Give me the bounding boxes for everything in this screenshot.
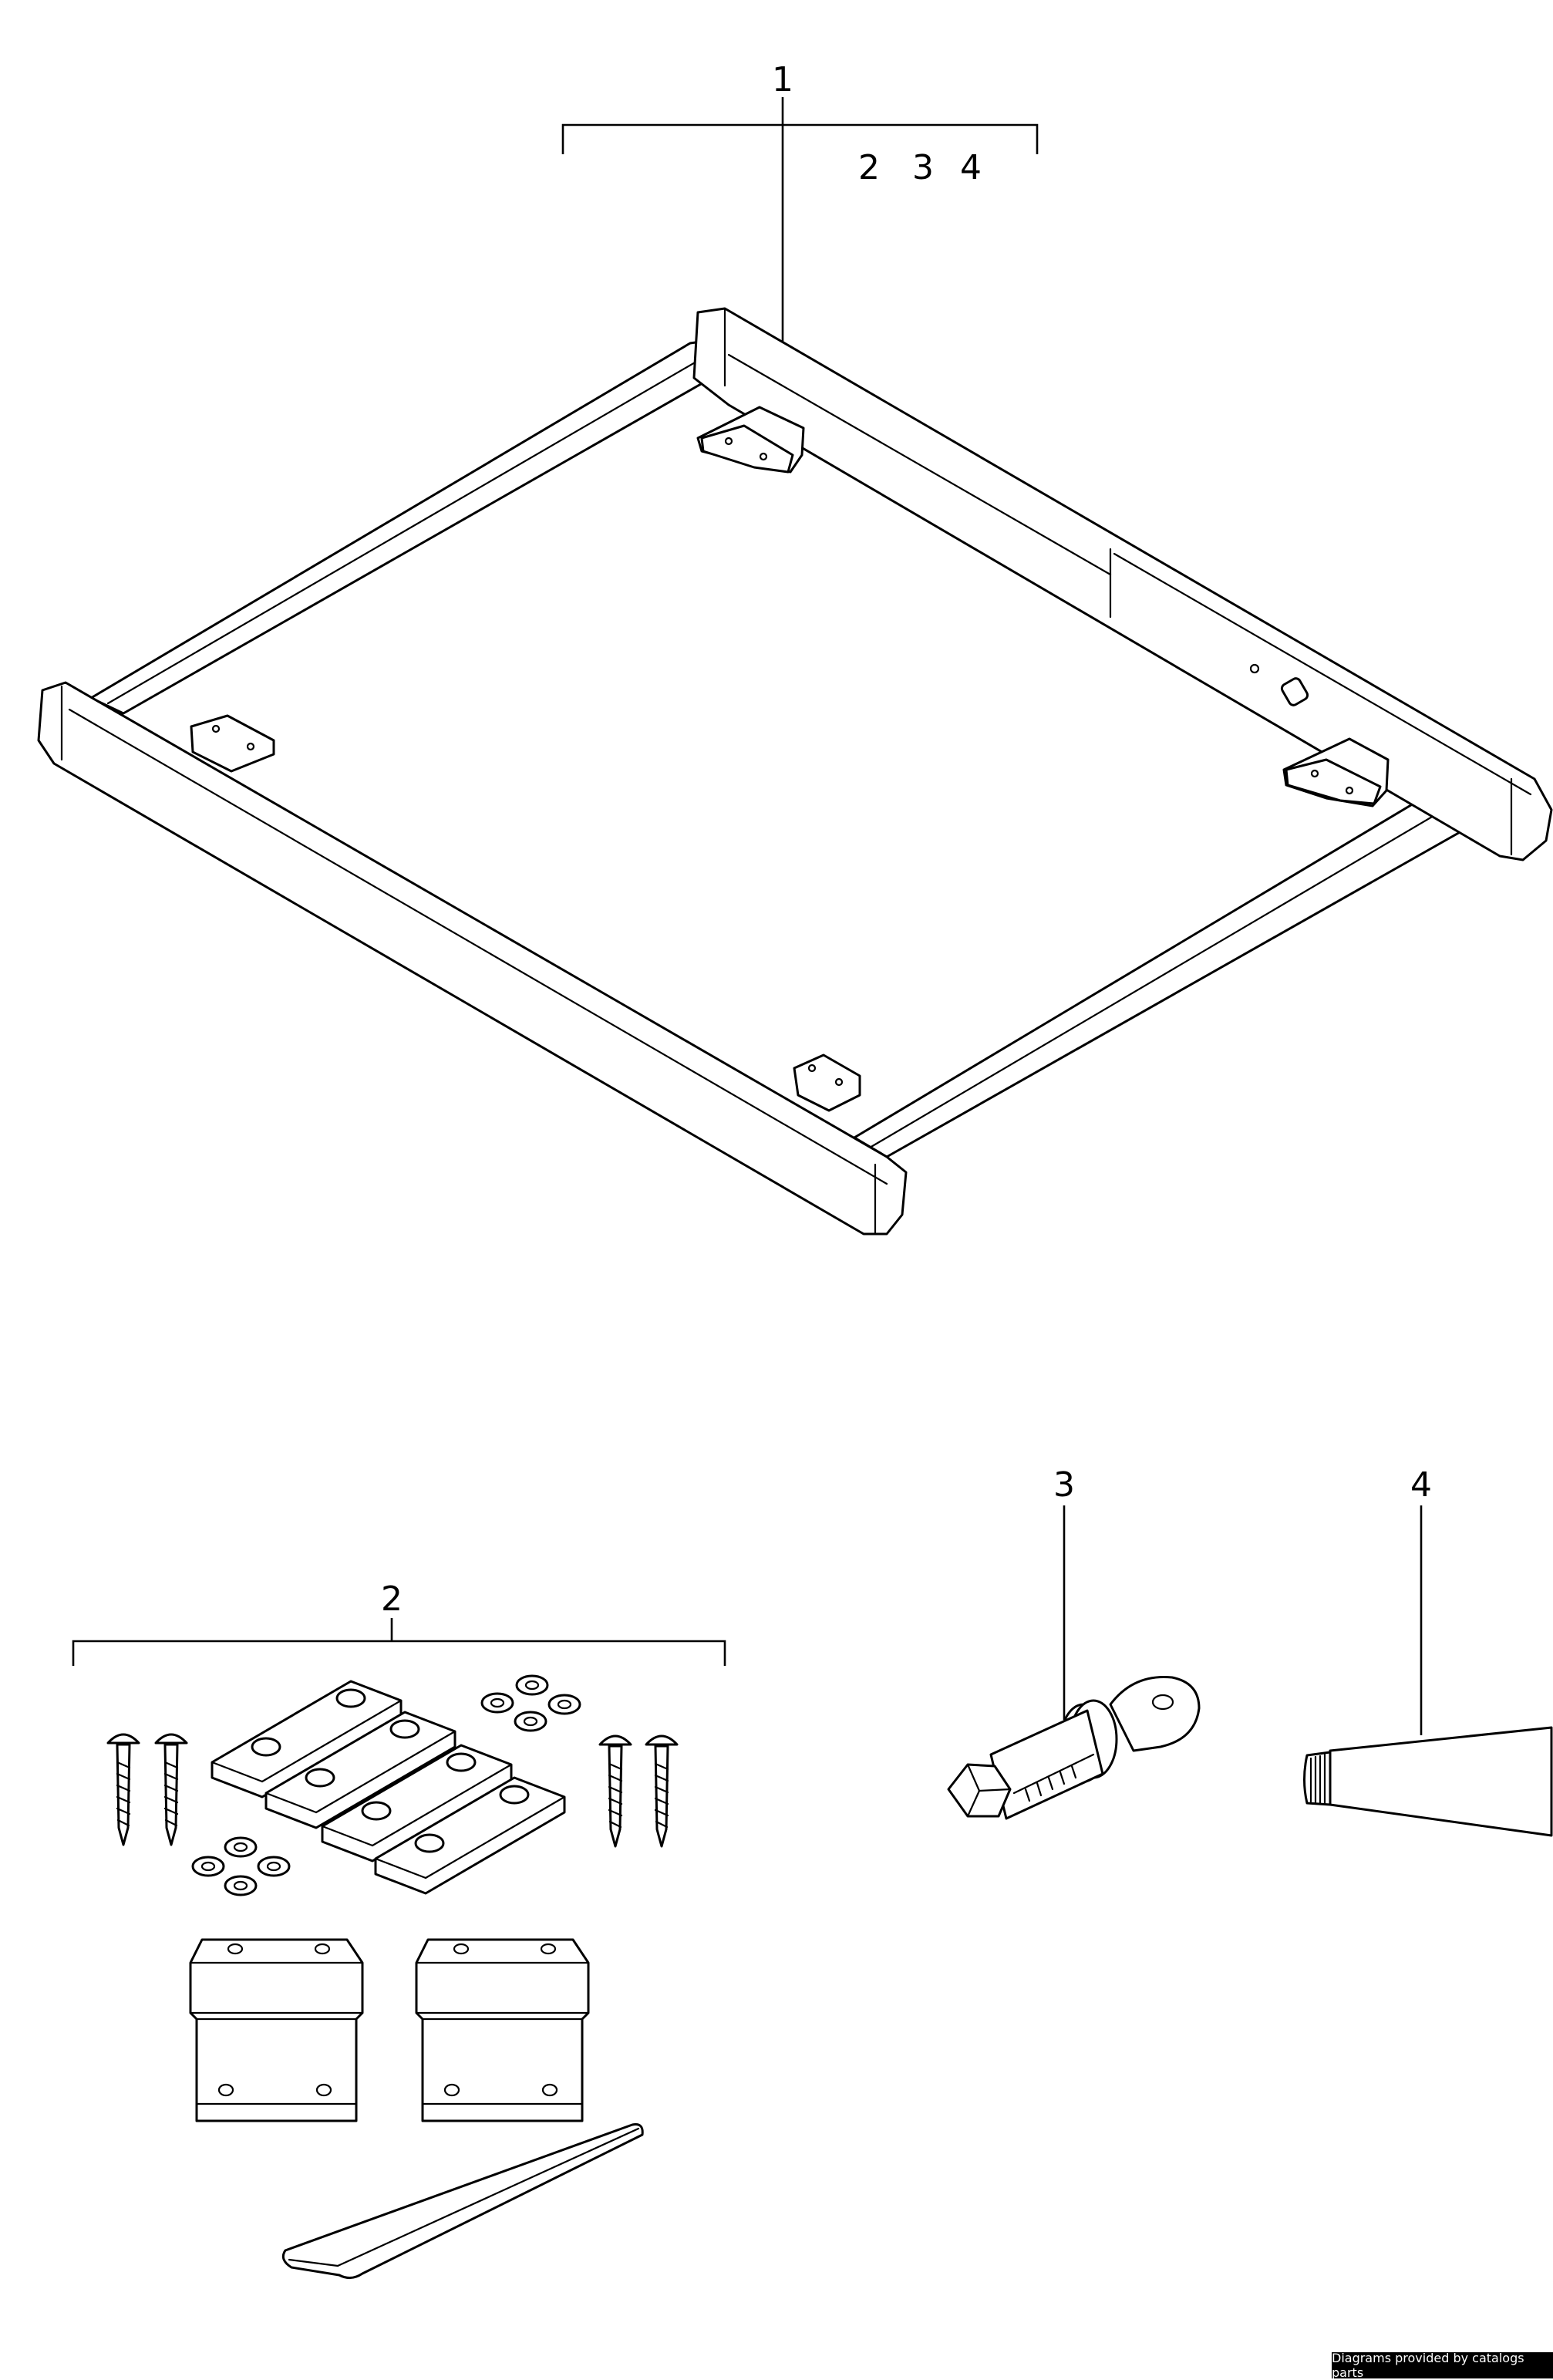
callout-1-sub-4: 4 <box>960 148 982 187</box>
callout-4: 4 <box>1410 1465 1432 1505</box>
screw-icon <box>645 1734 679 1848</box>
lock-cylinder-key-icon <box>947 1675 1201 1820</box>
callout-4-group: 4 <box>1410 1465 1432 1735</box>
washer-set-icon <box>191 1836 291 1896</box>
mounting-bracket-icon <box>415 1938 590 2122</box>
callout-1: 1 <box>772 60 793 99</box>
callout-3-group: 3 <box>1053 1465 1075 1720</box>
screw-icon <box>154 1733 188 1846</box>
clamp-plate-icon <box>264 1711 456 1829</box>
clamp-plate-icon <box>374 1776 566 1895</box>
front-rail <box>37 681 908 1236</box>
frame-bracket-back-left <box>696 406 805 474</box>
frame-bracket-front-left <box>190 714 275 773</box>
grease-tube-icon <box>1303 1726 1553 1837</box>
callout-2-group: 2 <box>72 1579 726 1666</box>
callout-1-group: 1 2 3 4 <box>561 60 1039 351</box>
clamp-plate-icon <box>211 1680 403 1798</box>
back-rail <box>692 307 1553 861</box>
screw-icon <box>598 1734 632 1848</box>
frame-bracket-front-right <box>793 1053 861 1112</box>
callout-3: 3 <box>1053 1465 1075 1505</box>
frame-bracket-back-right <box>1282 737 1390 807</box>
diagram-credit: Diagrams provided by catalogs parts <box>1332 2351 1553 2380</box>
rail-hole <box>1249 663 1260 674</box>
carrier-frame-icon <box>37 307 1553 1236</box>
callout-1-sub-2: 2 <box>858 148 880 187</box>
rail-lock-slot <box>1280 677 1309 706</box>
mounting-bracket-icon <box>189 1938 364 2122</box>
callout-1-sub-3: 3 <box>912 148 934 187</box>
callout-2: 2 <box>381 1579 403 1619</box>
washer-set-icon <box>480 1674 581 1732</box>
fixing-kit-icon <box>106 1674 679 2279</box>
screw-icon <box>106 1733 140 1846</box>
allen-key-icon <box>281 2123 644 2279</box>
